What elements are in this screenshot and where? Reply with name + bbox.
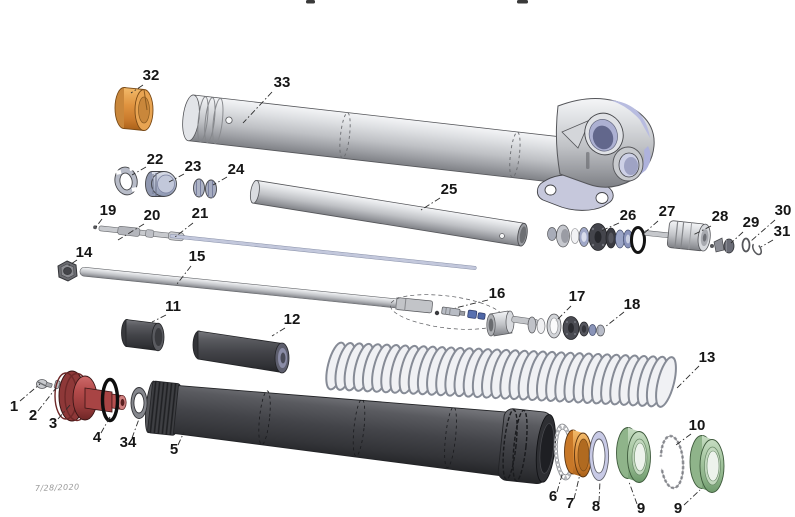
bushing-split (143, 89, 148, 111)
part-16-needle-set (390, 294, 504, 330)
part-28-adjuster (643, 220, 711, 252)
part-9-seal-rear (689, 435, 725, 493)
part-label-11: 11 (165, 298, 181, 315)
part-30-washer (741, 237, 751, 253)
fork-lug-casting (536, 97, 655, 211)
bleed-hole (225, 116, 233, 124)
part-label-19: 19 (100, 202, 117, 219)
part-3-rebound-adjuster (54, 370, 127, 422)
part-label-30: 30 (775, 202, 792, 219)
cropped-text-fragments (306, 0, 528, 4)
part-4-o-ring (100, 377, 120, 423)
part-label-9b: 9 (674, 500, 682, 517)
part-label-25: 25 (441, 181, 458, 198)
part-label-24: 24 (228, 161, 245, 178)
part-10-snap-ring (657, 434, 685, 490)
part-27-o-ring (630, 226, 646, 254)
oil-hole (499, 233, 505, 239)
part-label-5: 5 (170, 441, 178, 458)
part-label-17: 17 (569, 288, 586, 305)
axle-bore (612, 146, 644, 182)
part-label-16: 16 (489, 285, 506, 302)
part-label-1: 1 (10, 398, 18, 415)
part-8-lavender-spacer (589, 431, 609, 481)
part-5-lower-leg (144, 380, 556, 485)
part-label-14: 14 (76, 244, 93, 261)
part-32-bushing (114, 87, 154, 131)
part-24-nuts (193, 178, 217, 199)
part-label-6: 6 (549, 488, 557, 505)
part-label-12: 12 (284, 311, 301, 328)
part-21-rebound-rod (169, 234, 477, 270)
part-label-10: 10 (689, 417, 706, 434)
part-29-screw-set (710, 237, 735, 254)
part-label-21: 21 (192, 205, 209, 222)
part-15-damper-rod (79, 266, 433, 314)
date-stamp: 7/28/2020 (35, 482, 80, 493)
part-31-clip (751, 242, 763, 256)
part-label-15: 15 (189, 248, 206, 265)
part-1-screw (36, 379, 53, 389)
part-26-valve-stack (547, 223, 633, 251)
part-label-18: 18 (624, 296, 641, 313)
part-label-33: 33 (274, 74, 291, 91)
steerer-bore (584, 112, 624, 156)
part-label-2: 2 (29, 407, 37, 424)
part-label-23: 23 (185, 158, 202, 175)
part-label-22: 22 (147, 151, 164, 168)
part-label-8: 8 (592, 498, 600, 515)
part-12-spacer (192, 330, 290, 374)
casting-marking (586, 152, 590, 169)
part-33-upper-tube (182, 94, 574, 185)
part-label-20: 20 (144, 207, 161, 224)
part-label-28: 28 (712, 208, 729, 225)
part-label-27: 27 (659, 203, 676, 220)
part-label-34: 34 (120, 434, 137, 451)
part-18-washer-stack (579, 321, 605, 337)
part-label-32: 32 (143, 67, 160, 84)
part-label-26: 26 (620, 207, 637, 224)
part-25-damper-tube (249, 180, 528, 247)
part-22-clamp-ring (114, 166, 138, 196)
part-label-4: 4 (93, 429, 102, 446)
part-14-hex-nut (57, 260, 78, 282)
part-label-29: 29 (743, 214, 760, 231)
part-9-seal-front (616, 427, 651, 483)
part-7-orange-bushing (564, 429, 592, 478)
part-11-spacer (121, 319, 165, 352)
part-34-washer (130, 387, 148, 419)
part-labels: 1 2 3 4 34 5 6 7 8 9 9 10 11 12 13 14 15… (10, 67, 792, 517)
part-label-13: 13 (699, 349, 716, 366)
part-label-3: 3 (49, 415, 57, 432)
part-label-9a: 9 (637, 500, 645, 517)
part-17-piston-assembly (486, 310, 580, 340)
part-label-31: 31 (774, 223, 791, 240)
part-19-20-pushrod (93, 225, 185, 242)
part-label-7: 7 (566, 495, 574, 512)
part-13-coil-spring (325, 341, 677, 408)
part-23-top-cap (145, 171, 177, 197)
leader-lines (19, 84, 776, 506)
